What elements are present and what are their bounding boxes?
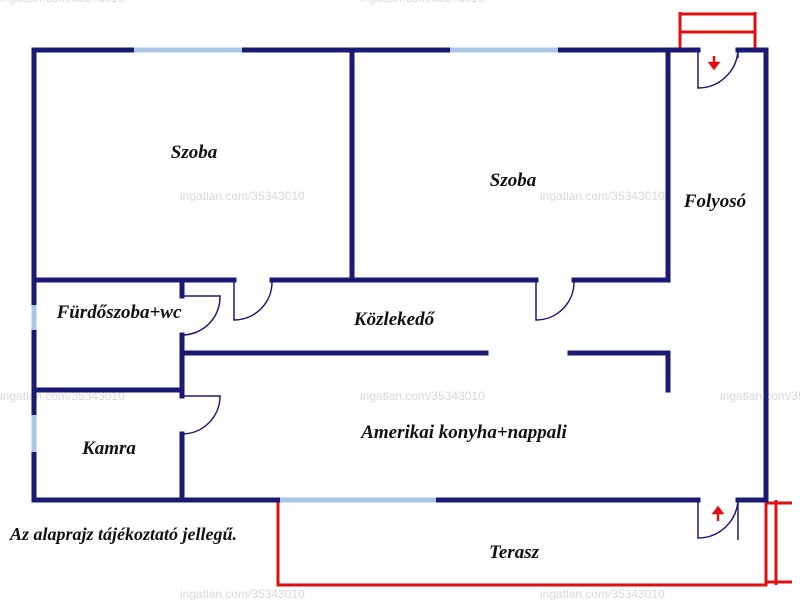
room-label-bedroom-left: Szoba xyxy=(171,142,218,163)
watermark: ingatlan.com/35343010 xyxy=(540,587,665,600)
terrace-border xyxy=(276,500,768,587)
entrance-arrow-up-icon xyxy=(711,505,725,521)
entrance-steps xyxy=(678,12,757,48)
room-label-bathroom: Fürdőszoba+wc xyxy=(56,302,182,323)
entrance-arrow-down-icon xyxy=(707,56,721,71)
disclaimer-note: Az alaprajz tájékoztató jellegű. xyxy=(9,524,237,544)
doors xyxy=(181,49,739,540)
watermark: ingatlan.com/35343010 xyxy=(180,587,305,600)
door-bathroom xyxy=(181,295,221,336)
room-label-kitchen-living: Amerikai konyha+nappali xyxy=(360,422,567,443)
watermark: ingatlan.com/35343010 xyxy=(180,189,305,203)
door-entrance-top xyxy=(697,49,739,89)
watermark: ingatlan.com/35343010 xyxy=(540,189,665,203)
room-label-hallway: Közlekedő xyxy=(353,309,436,330)
watermark: ingatlan.com/35343010 xyxy=(360,389,485,403)
room-label-terrace: Terasz xyxy=(489,542,540,563)
room-label-pantry: Kamra xyxy=(81,438,136,459)
door-terrace xyxy=(697,499,739,539)
watermark: ingatlan.com/35343010 xyxy=(360,0,485,5)
terrace-outline xyxy=(276,500,792,587)
windows xyxy=(31,47,558,503)
room-label-bedroom-right: Szoba xyxy=(490,170,537,191)
door-bedroom-right xyxy=(535,280,575,321)
door-bedroom-left xyxy=(233,280,273,321)
room-label-corridor: Folyosó xyxy=(683,191,746,212)
watermark: ingatlan.com/35343010 xyxy=(720,389,800,403)
watermark: ingatlan.com/35343010 xyxy=(0,0,125,5)
door-pantry xyxy=(181,395,221,435)
